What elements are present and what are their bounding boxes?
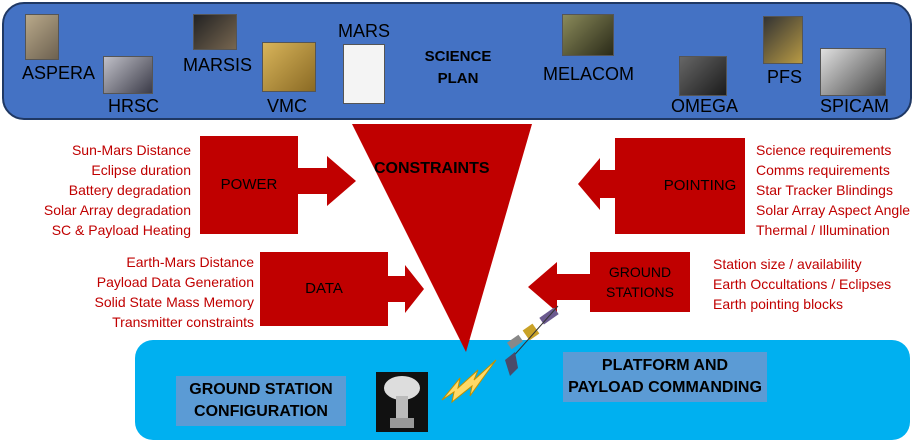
list-item: Solid State Mass Memory (94, 294, 255, 310)
pointing-constraint-list: Science requirements Comms requirements … (756, 140, 910, 240)
spicam-photo (820, 48, 886, 96)
omega-photo (679, 56, 727, 96)
instrument-hrsc: HRSC (108, 96, 160, 116)
pfs-photo (763, 16, 803, 64)
list-item: Earth Occultations / Eclipses (713, 276, 892, 292)
instrument-vmc: VMC (267, 96, 307, 116)
marsis-photo (193, 14, 237, 50)
pointing-label: POINTING (663, 177, 737, 194)
aspera-photo (25, 14, 59, 60)
list-item: Star Tracker Blindings (756, 182, 893, 198)
power-label: POWER (220, 176, 278, 193)
science-plan-band (2, 2, 912, 120)
list-item: Payload Data Generation (96, 274, 254, 290)
ground-stations-arrow (528, 262, 592, 312)
constraints-triangle (352, 124, 532, 352)
melacom-photo (562, 14, 614, 56)
ground-stations-box: GROUND STATIONS (590, 252, 690, 312)
list-item: Sun-Mars Distance (71, 142, 191, 158)
data-arrow (385, 265, 424, 313)
platform-commanding-box: PLATFORM AND PAYLOAD COMMANDING (563, 352, 767, 402)
list-item: SC & Payload Heating (51, 222, 191, 238)
list-item: Solar Array Aspect Angle (756, 202, 911, 218)
instrument-melacom: MELACOM (543, 64, 635, 84)
data-constraint-list: Earth-Mars Distance Payload Data Generat… (95, 252, 255, 332)
satellite-icon (505, 305, 559, 376)
list-item: Station size / availability (713, 256, 862, 272)
instrument-omega: OMEGA (671, 96, 739, 116)
ground-station-configuration-box: GROUND STATION CONFIGURATION (176, 376, 346, 426)
list-item: Transmitter constraints (112, 314, 254, 330)
platform-commanding-label: PLATFORM AND PAYLOAD COMMANDING (568, 357, 762, 396)
instrument-aspera: ASPERA (22, 63, 96, 83)
ground-stations-label: GROUND STATIONS (606, 264, 674, 300)
instrument-pfs: PFS (767, 67, 803, 87)
power-arrow (295, 156, 356, 206)
instrument-marsis: MARSIS (183, 55, 253, 75)
lightning-icon (441, 359, 497, 404)
antenna-icon (376, 372, 428, 432)
pointing-box: POINTING (615, 138, 745, 234)
list-item: Earth-Mars Distance (126, 254, 254, 270)
ground-stations-constraint-list: Station size / availability Earth Occult… (713, 254, 891, 314)
constraints-title: CONSTRAINTS (374, 160, 490, 177)
power-box: POWER (200, 136, 298, 234)
list-item: Solar Array degradation (43, 202, 191, 218)
list-item: Earth pointing blocks (713, 296, 843, 312)
list-item: Eclipse duration (91, 162, 191, 178)
ground-station-configuration-label: GROUND STATION CONFIGURATION (189, 381, 333, 420)
instrument-mars: MARS (338, 21, 391, 41)
data-box: DATA (260, 252, 388, 326)
data-label: DATA (305, 280, 343, 297)
list-item: Thermal / Illumination (756, 222, 890, 238)
mars-photo (343, 44, 385, 104)
list-item: Comms requirements (756, 162, 890, 178)
science-plan-title: SCIENCE PLAN (424, 48, 492, 87)
vmc-photo (262, 42, 316, 92)
instrument-spicam: SPICAM (820, 96, 890, 116)
hrsc-photo (103, 56, 153, 94)
list-item: Battery degradation (68, 182, 191, 198)
list-item: Science requirements (756, 142, 892, 158)
power-constraint-list: Sun-Mars Distance Eclipse duration Batte… (44, 140, 191, 240)
pointing-arrow (578, 158, 618, 210)
